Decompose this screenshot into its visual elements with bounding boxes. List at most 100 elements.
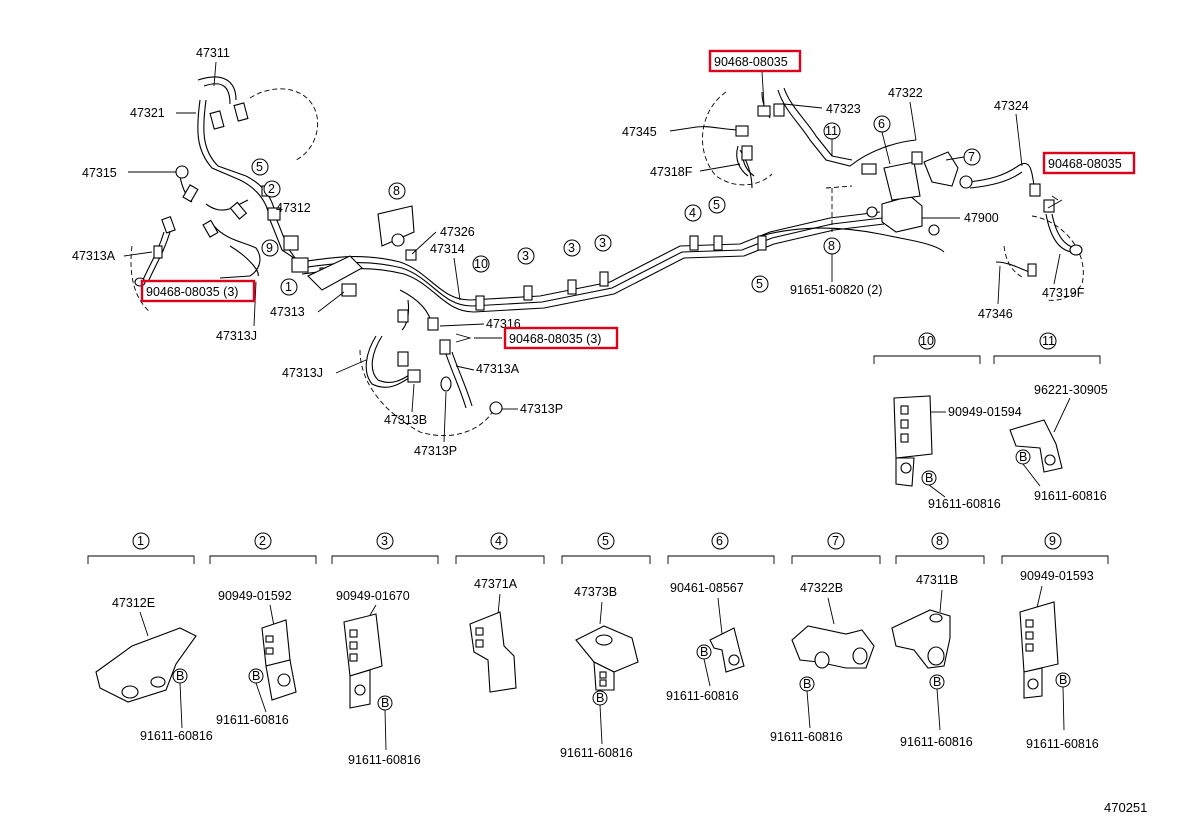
svg-text:B: B <box>381 696 389 710</box>
label-47326: 47326 <box>440 225 475 239</box>
highlight-label-top-center: 90468-08035 <box>714 55 788 69</box>
label-47318F: 47318F <box>650 165 693 179</box>
detail-group-11-number: 11 <box>1042 334 1055 348</box>
part-labels: 4 7 3 11 47321 47315 47313A 47312 47313J 47… <box>72 46 1085 458</box>
detail-group-9: 9 90949-01593 B 91611-60816 <box>1001 532 1109 751</box>
detail-group-11-bolt: 91611-60816 <box>1034 489 1107 503</box>
callout-3-c: 3 <box>594 234 612 252</box>
callout-7-rear: 7 <box>963 148 981 166</box>
callout-8-mid: 8 <box>388 182 406 200</box>
detail-group-1-bolt-marker: B <box>172 668 188 684</box>
svg-text:4: 4 <box>689 206 696 220</box>
detail-group-9-bolt-marker: B <box>1055 672 1071 688</box>
svg-text:B: B <box>176 669 184 683</box>
detail-group-4-part: 47371A <box>474 577 518 591</box>
svg-text:B: B <box>700 645 708 659</box>
label-47314: 47314 <box>430 242 465 256</box>
detail-group-4-number: 4 <box>495 534 502 548</box>
svg-text:B: B <box>1019 450 1027 464</box>
components <box>134 102 1083 415</box>
detail-group-5-bolt: 91611-60816 <box>560 746 633 760</box>
reference-outlines <box>130 88 1084 437</box>
detail-group-11-bolt-marker: B <box>1015 449 1031 465</box>
svg-text:B: B <box>596 691 604 705</box>
detail-group-4: 4 47371A <box>455 532 545 693</box>
detail-group-3-bolt: 91611-60816 <box>348 753 421 767</box>
callout-11-rear: 11 <box>823 122 841 140</box>
svg-text:7: 7 <box>968 150 975 164</box>
svg-text:5: 5 <box>256 160 263 174</box>
svg-text:3: 3 <box>599 236 606 250</box>
label-47345: 47345 <box>622 125 657 139</box>
callout-4-mid: 4 <box>684 204 702 222</box>
label-47313: 47313 <box>270 305 305 319</box>
callout-6-rear: 6 <box>873 115 891 133</box>
svg-text:6: 6 <box>878 117 885 131</box>
svg-text:B: B <box>933 675 941 689</box>
svg-text:11: 11 <box>825 124 838 138</box>
detail-group-6-bolt-marker: B <box>696 644 712 660</box>
detail-group-2: 2 90949-01592 B 91611-60816 <box>209 532 317 727</box>
detail-group-2-number: 2 <box>259 534 266 548</box>
detail-group-3-number: 3 <box>381 534 388 548</box>
detail-group-6-bolt: 91611-60816 <box>666 689 739 703</box>
detail-group-11: 11 96221-30905 B 91611-60816 <box>993 332 1108 503</box>
callout-5-mid: 5 <box>708 196 726 214</box>
svg-text:3: 3 <box>568 241 575 255</box>
detail-group-8: 8 47311B B 91611-60816 <box>891 532 985 749</box>
callout-1-left: 1 <box>280 278 298 296</box>
callout-10-mid: 10 <box>472 255 490 273</box>
detail-group-6-part: 90461-08567 <box>670 581 744 595</box>
svg-text:B: B <box>252 669 260 683</box>
highlight-box-right <box>1042 151 1136 175</box>
detail-group-9-part: 90949-01593 <box>1020 569 1094 583</box>
detail-group-10-part: 90949-01594 <box>948 405 1022 419</box>
label-47313P-right: 47313P <box>520 402 563 416</box>
detail-group-8-bolt: 91611-60816 <box>900 735 973 749</box>
detail-group-3-bolt-marker: B <box>377 695 393 711</box>
label-91651-60820: 91651-60820 (2) <box>790 283 882 297</box>
svg-text:5: 5 <box>756 277 763 291</box>
callout-5-lower: 5 <box>751 275 769 293</box>
label-47900: 47900 <box>964 211 999 225</box>
callout-8-rear: 8 <box>823 237 841 255</box>
label-47313A-left: 47313A <box>72 249 116 263</box>
label-47313P-bottom: 47313P <box>414 444 457 458</box>
callout-9-left: 9 <box>261 239 279 257</box>
detail-group-6: 6 90461-08567 B 91611-60816 <box>666 532 775 703</box>
label-47313J-center: 47313J <box>282 366 323 380</box>
detail-group-6-number: 6 <box>716 534 723 548</box>
highlight-label-right: 90468-08035 <box>1048 157 1122 171</box>
detail-group-1: 1 47312E B 91611-60816 <box>87 532 213 743</box>
svg-text:1: 1 <box>285 280 292 294</box>
detail-group-1-part: 47312E <box>112 596 155 610</box>
svg-text:3: 3 <box>522 249 529 263</box>
label-47319F: 47319F <box>1042 286 1085 300</box>
detail-group-1-bolt: 91611-60816 <box>140 729 213 743</box>
detail-group-2-bolt: 91611-60816 <box>216 713 289 727</box>
label-47313B: 47313B <box>384 413 427 427</box>
label-47312: 47312 <box>276 201 311 215</box>
detail-group-7-number: 7 <box>832 534 839 548</box>
detail-group-3-part: 90949-01670 <box>336 589 410 603</box>
svg-text:B: B <box>1059 673 1067 687</box>
detail-group-7-bolt: 91611-60816 <box>770 730 843 744</box>
detail-group-8-part: 47311B <box>916 573 958 587</box>
svg-text:B: B <box>925 471 933 485</box>
highlight-box-center <box>503 326 619 350</box>
svg-text:8: 8 <box>393 184 400 198</box>
label-47315: 47315 <box>82 166 117 180</box>
label-47346: 47346 <box>978 307 1013 321</box>
highlight-box-left <box>140 279 256 303</box>
detail-group-3: 3 90949-01670 B 91611-60816 <box>331 532 439 767</box>
svg-text:2: 2 <box>268 182 275 196</box>
detail-group-10-bolt: 91611-60816 <box>928 497 1001 511</box>
detail-group-2-part: 90949-01592 <box>218 589 292 603</box>
diagram-id: 470251 <box>1104 800 1147 815</box>
detail-group-10: 10 90949-01594 B 91611-60816 <box>873 332 1022 511</box>
detail-group-7-part: 47322B <box>800 581 843 595</box>
highlight-label-left: 90468-08035 (3) <box>146 285 238 299</box>
label-47321: 47321 <box>130 106 165 120</box>
detail-group-1-number: 1 <box>137 534 144 548</box>
